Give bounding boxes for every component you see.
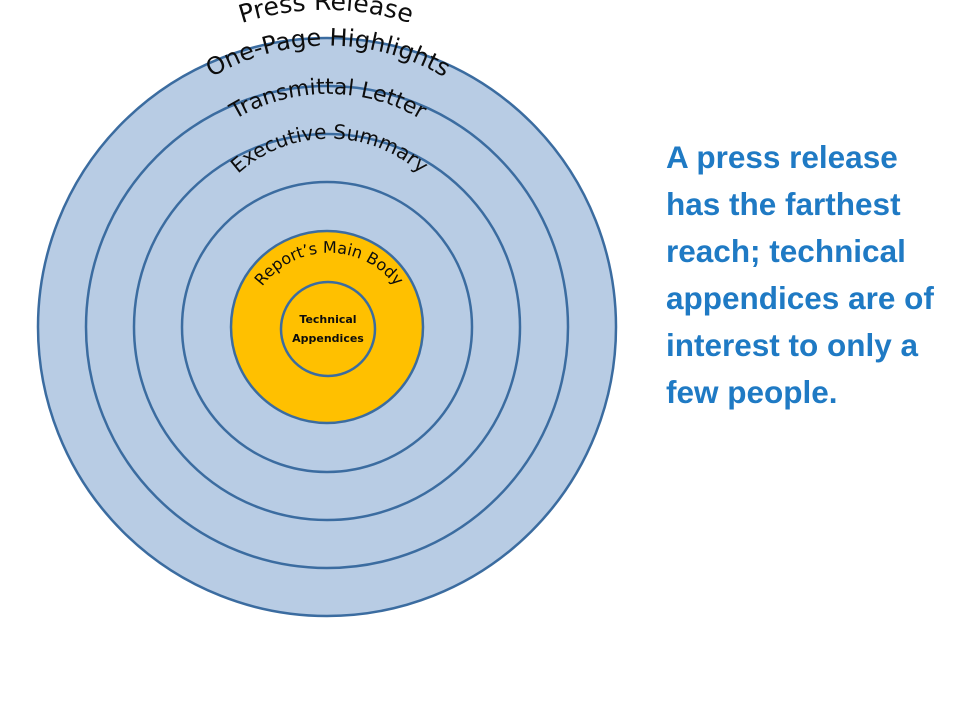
center-label-line2: Appendices (292, 332, 364, 345)
center-label-line1: Technical (299, 313, 356, 326)
concentric-circles-diagram: Press Release One-Page Highlights Transm… (36, 0, 618, 618)
center-circle (279, 280, 377, 378)
center-technical-appendices (279, 280, 377, 378)
caption-text: A press release has the farthest reach; … (666, 139, 934, 410)
